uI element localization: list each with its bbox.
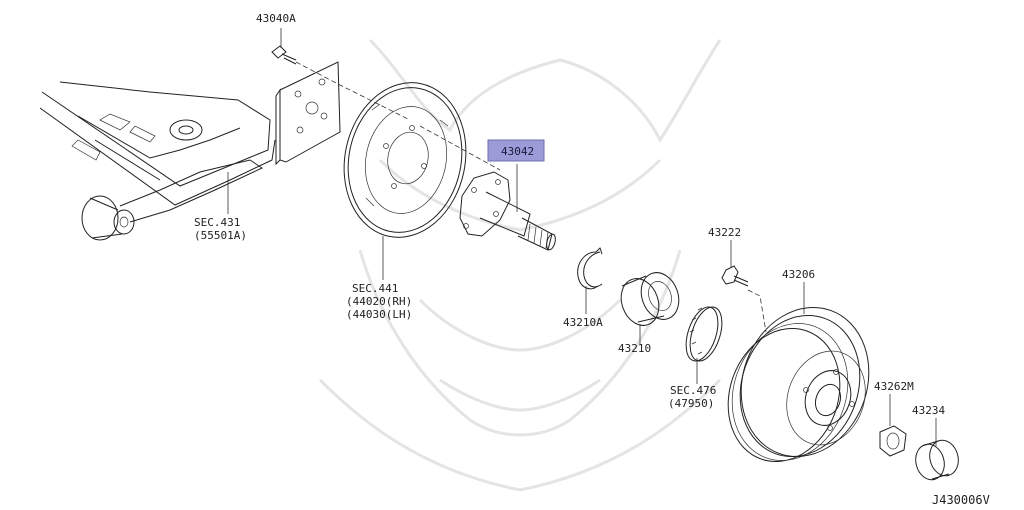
bolt-43040a (271, 45, 297, 65)
backing-plate (343, 82, 467, 238)
leader-lines (227, 28, 937, 446)
diagram-id: J430006V (932, 493, 990, 507)
label-43040a[interactable]: 43040A (256, 12, 296, 25)
spindle-43042 (459, 171, 556, 251)
label-sec441-lh: (44030(LH) (346, 308, 412, 321)
label-43210[interactable]: 43210 (618, 342, 651, 355)
label-sec431-ref: (55501A) (194, 229, 247, 242)
label-sec441[interactable]: SEC.441 (352, 282, 398, 295)
label-43234[interactable]: 43234 (912, 404, 945, 417)
label-43262m[interactable]: 43262M (874, 380, 914, 393)
brake-drum-43206 (727, 307, 870, 463)
label-43222[interactable]: 43222 (708, 226, 741, 239)
hub-bolt-43222 (721, 265, 749, 287)
label-43210a[interactable]: 43210A (563, 316, 603, 329)
hub-nut-43262m (879, 425, 907, 457)
wheel-bearing-43210 (620, 272, 680, 326)
label-sec441-rh: (44020(RH) (346, 295, 412, 308)
label-43042[interactable]: 43042 (501, 145, 534, 158)
label-sec476-ref: (47950) (668, 397, 714, 410)
label-sec431[interactable]: SEC.431 (194, 216, 240, 229)
sensor-ring-sec476 (685, 306, 723, 362)
hub-cap-43234 (915, 439, 959, 481)
label-sec476[interactable]: SEC.476 (670, 384, 716, 397)
snap-ring-43210a (577, 247, 603, 290)
rear-axle-beam (39, 61, 341, 241)
label-43206[interactable]: 43206 (782, 268, 815, 281)
watermark-emblem (318, 38, 722, 492)
highlight-box-43042 (487, 139, 545, 162)
